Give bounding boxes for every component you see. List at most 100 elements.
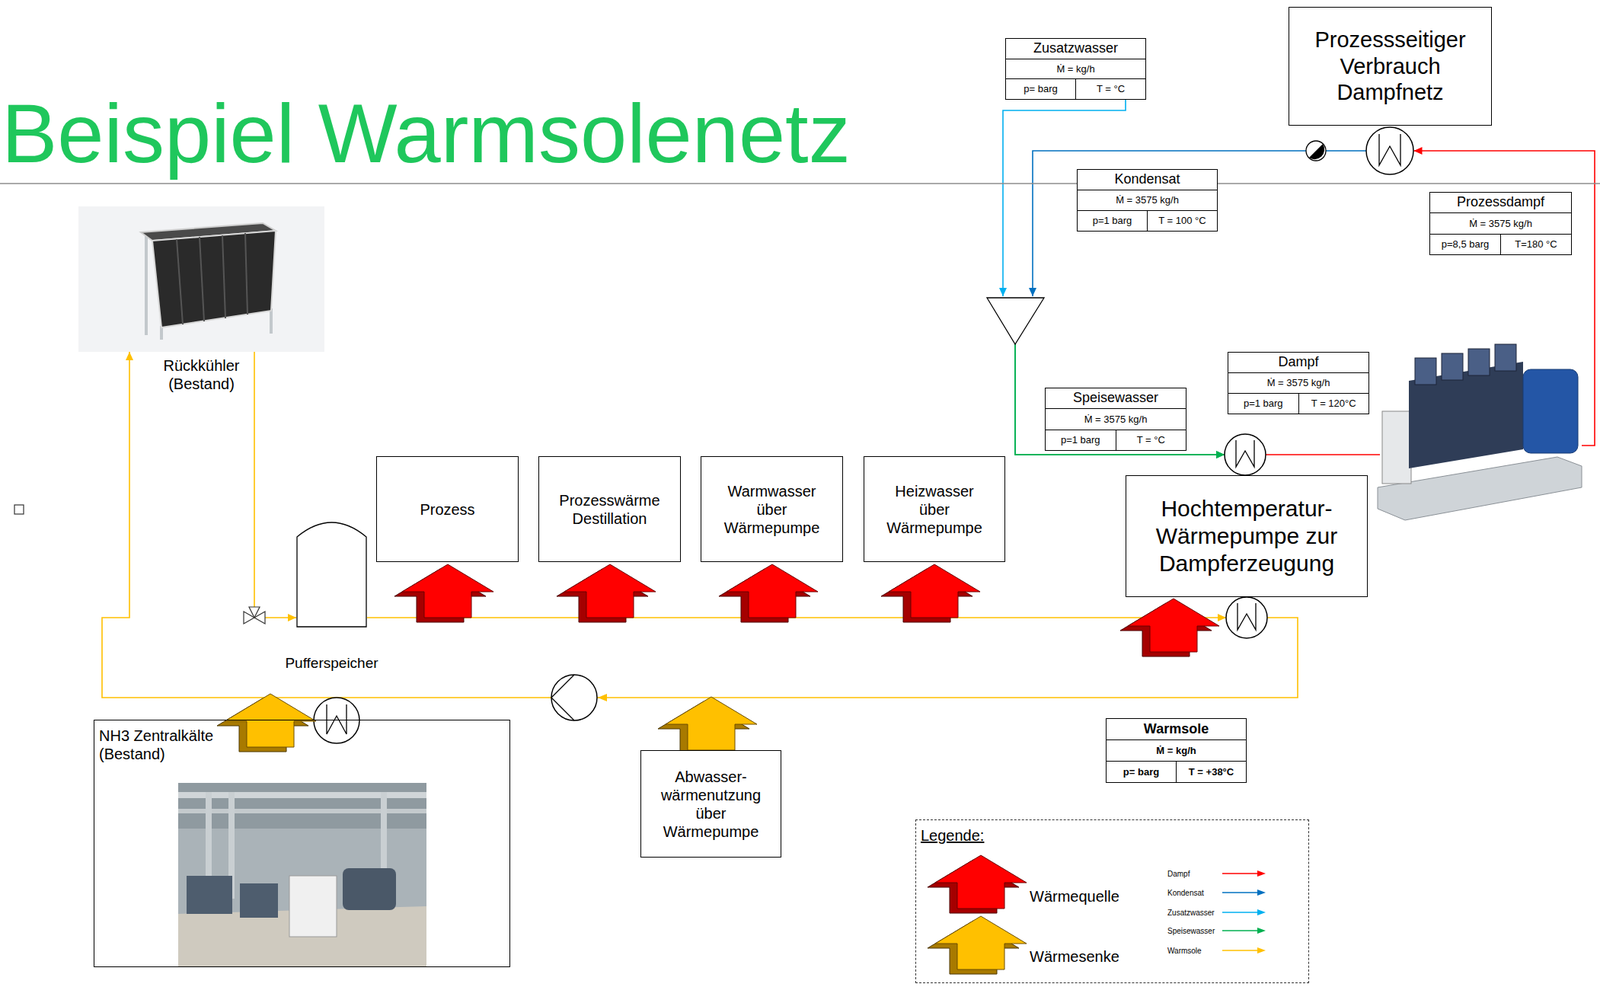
table-row: Dampf — [1228, 352, 1369, 373]
pump-chevron — [551, 674, 575, 721]
legend-sink-sample — [927, 916, 1027, 975]
heat-exchanger-coil — [1237, 603, 1256, 630]
table-cell: Ṁ = kg/h — [1156, 744, 1196, 757]
buffer-tank: Pufferspeicher — [296, 520, 368, 628]
table-row: Ṁ = 3575 kg/h — [1430, 212, 1572, 234]
table-cell: T = °C — [1136, 434, 1166, 447]
legend-box: Legende:WärmequelleWärmesenkeDampfKonden… — [915, 819, 1310, 984]
drive-motor — [1523, 369, 1578, 454]
heat-exchanger — [1366, 127, 1414, 175]
box-label: Prozess — [419, 500, 475, 519]
table-header: Warmsole — [1143, 721, 1209, 738]
photo-ceiling — [178, 782, 427, 829]
table-cell-box: T = °C — [1115, 430, 1187, 451]
coil-stripe — [245, 233, 248, 315]
legend-arrowhead — [1257, 927, 1266, 934]
table-row: Ṁ = 3575 kg/h — [1045, 408, 1186, 429]
table-row: p=8,5 bargT=180 °C — [1430, 233, 1572, 255]
table-cell-box: p= barg — [1005, 79, 1076, 100]
process-box: Prozesswärme Destillation — [538, 456, 681, 563]
cooler-coil — [152, 230, 276, 328]
arrowhead — [287, 613, 297, 622]
legend-entry: Wärmequelle — [1029, 887, 1120, 906]
table-cell-box: p=1 barg — [1045, 430, 1116, 451]
table-cell: Ṁ = 3575 kg/h — [1084, 413, 1148, 426]
pump-symbol — [551, 674, 598, 721]
heat-pump-machine-picture — [1377, 344, 1582, 521]
table-header: Kondensat — [1114, 171, 1180, 189]
heat-exchanger-coil — [1379, 134, 1401, 166]
process-box: Prozessseitiger Verbrauch Dampfnetz — [1288, 6, 1492, 126]
arrowhead — [1414, 146, 1423, 155]
valve-body — [249, 606, 260, 618]
process-box: Warmwasser über Wärmepumpe — [700, 456, 844, 563]
legend-entry: Wärmesenke — [1029, 947, 1120, 966]
stray-box-symbol — [14, 504, 24, 515]
process-box: Heizwasser über Wärmepumpe — [863, 456, 1006, 563]
table-row: p=1 bargT = 120°C — [1228, 392, 1369, 414]
heat-source-arrow — [718, 564, 818, 623]
pipe-line — [1015, 344, 1225, 455]
arrowhead — [1216, 450, 1225, 459]
table-cell: p= barg — [1123, 766, 1160, 779]
table-cell-box: T = °C — [1075, 79, 1146, 100]
box-label: Heizwasser über Wärmepumpe — [879, 482, 991, 537]
compressor-cylinder — [1414, 357, 1437, 385]
legend-line-sample — [1222, 929, 1259, 932]
box-label: Abwasser- wärmenutzung über Wärmepumpe — [654, 767, 769, 841]
heat-source-arrow — [556, 564, 656, 623]
data-table: Speisewasser Ṁ = 3575 kg/h p=1 barg T = °C — [1044, 387, 1187, 451]
box-label: Prozessseitiger Verbrauch Dampfnetz — [1304, 26, 1476, 106]
table-row: Warmsole — [1106, 718, 1246, 740]
table-cell-box: p=8,5 barg — [1430, 234, 1501, 255]
refrigeration-plant-photo — [178, 782, 427, 968]
control-valve — [1306, 140, 1326, 161]
compressor-cylinder — [1441, 353, 1463, 381]
table-row: Speisewasser — [1045, 388, 1186, 409]
title-rule — [0, 182, 1600, 184]
legend-source-sample — [927, 855, 1027, 914]
control-valve-fill — [1309, 143, 1325, 160]
table-row: p=1 bargT = 100 °C — [1077, 210, 1217, 231]
table-cell: p= barg — [1023, 83, 1058, 96]
data-table: Prozessdampf Ṁ = 3575 kg/h p=8,5 bargT=180… — [1429, 191, 1572, 256]
legend-text: Kondensat — [1167, 888, 1204, 898]
data-table: KondensatṀ = 3575 kg/hp=1 bargT = 100 °C — [1076, 169, 1218, 232]
mixing-point — [986, 297, 1045, 345]
table-cell: T = +38°C — [1188, 766, 1234, 779]
table-header: Dampf — [1277, 354, 1319, 371]
legend-entry: Warmsole — [1167, 946, 1202, 956]
table-row: p=1 barg T = °C — [1045, 429, 1186, 451]
title-wrap: Beispiel Warmsolenetz — [1, 85, 851, 183]
flow-arrowhead — [597, 693, 607, 702]
coil-stripe — [222, 235, 226, 319]
pipe-line — [1265, 453, 1380, 456]
photo-cabinet — [289, 875, 337, 937]
caption-wrap: Rückkühler (Bestand) — [78, 356, 325, 393]
table-row: Prozessdampf — [1430, 192, 1572, 213]
table-cell: Ṁ = 3575 kg/h — [1469, 217, 1533, 230]
coil-stripe — [176, 239, 183, 325]
page-title: Beispiel Warmsolenetz — [1, 85, 851, 183]
table-cell: Ṁ = 3575 kg/h — [1267, 376, 1331, 390]
table-cell: p=1 barg — [1060, 434, 1101, 447]
tank-outline — [296, 520, 368, 628]
legend-entry: Kondensat — [1167, 888, 1204, 898]
legend-text: Wärmesenke — [1029, 947, 1120, 966]
legend-entry: Speisewasser — [1167, 926, 1215, 936]
box-label: Hochtemperatur- Wärmepumpe zur Dampferze… — [1136, 495, 1358, 578]
table-cell: p=1 barg — [1092, 214, 1133, 227]
process-box: Abwasser- wärmenutzung über Wärmepumpe — [640, 750, 782, 858]
legend-text: Zusatzwasser — [1167, 908, 1215, 918]
heat-exchanger — [1226, 597, 1268, 639]
table-row: Kondensat — [1077, 169, 1217, 190]
pipe-connector — [254, 351, 297, 622]
table-row: Ṁ = kg/h — [1005, 58, 1146, 80]
pipe-connector — [102, 351, 1298, 698]
table-row: p= barg T = +38°C — [1106, 760, 1246, 783]
table-cell: T = °C — [1096, 83, 1125, 96]
pipe-line — [102, 351, 1298, 698]
legend-arrowhead — [1257, 909, 1266, 916]
caption-wrap: Pufferspeicher — [240, 654, 424, 673]
